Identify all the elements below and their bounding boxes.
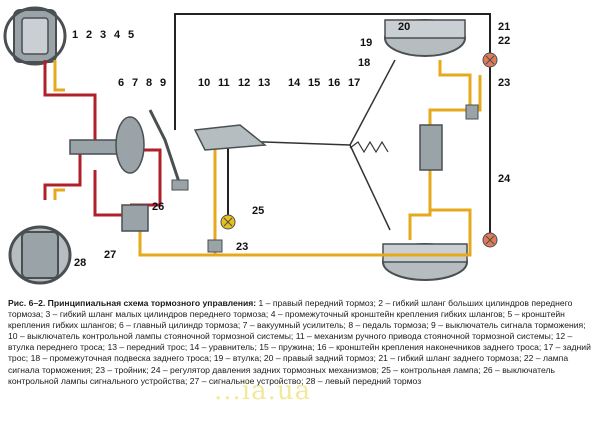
callout-11: 11 bbox=[218, 77, 230, 89]
callout-18: 18 bbox=[358, 57, 370, 69]
callout-24: 24 bbox=[498, 173, 511, 185]
callout-16: 16 bbox=[328, 77, 340, 89]
parking-brake-lever bbox=[193, 124, 267, 151]
callout-8: 8 bbox=[146, 77, 152, 89]
callout-12: 12 bbox=[238, 77, 250, 89]
figure-caption: Рис. 6–2. Принципиальная схема тормозног… bbox=[8, 298, 592, 387]
callout-15: 15 bbox=[308, 77, 320, 89]
master-cylinder-booster bbox=[69, 116, 145, 174]
callout-17: 17 bbox=[348, 77, 360, 89]
warning-lamp-icon bbox=[220, 214, 236, 230]
callout-5: 5 bbox=[128, 29, 134, 41]
rear-left-brake bbox=[382, 243, 468, 281]
signal-device bbox=[121, 204, 149, 232]
callout-14: 14 bbox=[288, 77, 301, 89]
tee-front bbox=[207, 239, 223, 253]
brake-light-icon bbox=[482, 52, 498, 248]
brake-pedal bbox=[148, 109, 189, 191]
callout-23-rear: 23 bbox=[498, 77, 510, 89]
pressure-regulator bbox=[419, 124, 443, 171]
callout-28: 28 bbox=[74, 257, 86, 269]
caption-text: 1 – правый передний тормоз; 2 – гибкий ш… bbox=[8, 298, 591, 386]
callout-23-front: 23 bbox=[236, 241, 248, 253]
callout-21: 21 bbox=[498, 21, 510, 33]
callout-26: 26 bbox=[152, 201, 164, 213]
callout-3: 3 bbox=[100, 29, 106, 41]
callout-1: 1 bbox=[72, 29, 78, 41]
callout-25: 25 bbox=[252, 205, 264, 217]
callout-27: 27 bbox=[104, 249, 116, 261]
callout-13: 13 bbox=[258, 77, 270, 89]
callout-labels: 1 2 3 4 5 6 7 8 9 10 11 12 13 14 15 16 1… bbox=[72, 21, 511, 269]
rear-right-brake bbox=[384, 19, 466, 57]
callout-4: 4 bbox=[114, 29, 121, 41]
watermark: ...ia.ua bbox=[214, 376, 312, 406]
callout-20: 20 bbox=[398, 21, 410, 33]
callout-10: 10 bbox=[198, 77, 210, 89]
callout-22: 22 bbox=[498, 35, 510, 47]
tee-rear bbox=[465, 104, 479, 120]
callout-2: 2 bbox=[86, 29, 92, 41]
callout-9: 9 bbox=[160, 77, 166, 89]
front-left-brake bbox=[8, 225, 72, 285]
callout-6: 6 bbox=[118, 77, 124, 89]
caption-lead: Рис. 6–2. Принципиальная схема тормозног… bbox=[8, 298, 257, 308]
brake-system-diagram: 1 2 3 4 5 6 7 8 9 10 11 12 13 14 15 16 1… bbox=[3, 6, 511, 285]
front-right-brake bbox=[3, 6, 67, 66]
callout-19: 19 bbox=[360, 37, 372, 49]
callout-7: 7 bbox=[132, 77, 138, 89]
